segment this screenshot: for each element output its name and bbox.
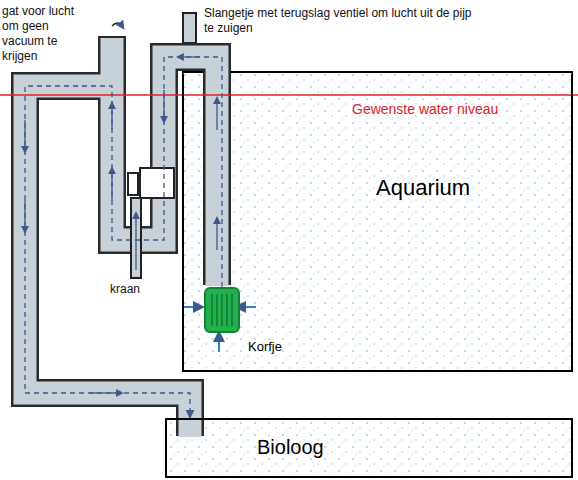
water-level-label: Gewenste water niveau [352, 102, 552, 117]
aquarium-tank: AquariumKorfje [182, 72, 573, 372]
strainer-basket: Korfje [204, 287, 240, 333]
node-label: Korfje [248, 339, 282, 354]
node-label: Aquarium [376, 175, 470, 201]
strainer-slots [206, 289, 238, 331]
node-label: Bioloog [257, 436, 324, 459]
air-hole-note: gat voor lucht om geen vacuum te krijgen [2, 4, 82, 64]
biofilter-box: Bioloog [165, 418, 573, 478]
water-flow-connector [25, 57, 222, 418]
hose-valve-note: Slangetje met terugslag ventiel om lucht… [204, 6, 474, 36]
tap-label: kraan [110, 282, 170, 297]
